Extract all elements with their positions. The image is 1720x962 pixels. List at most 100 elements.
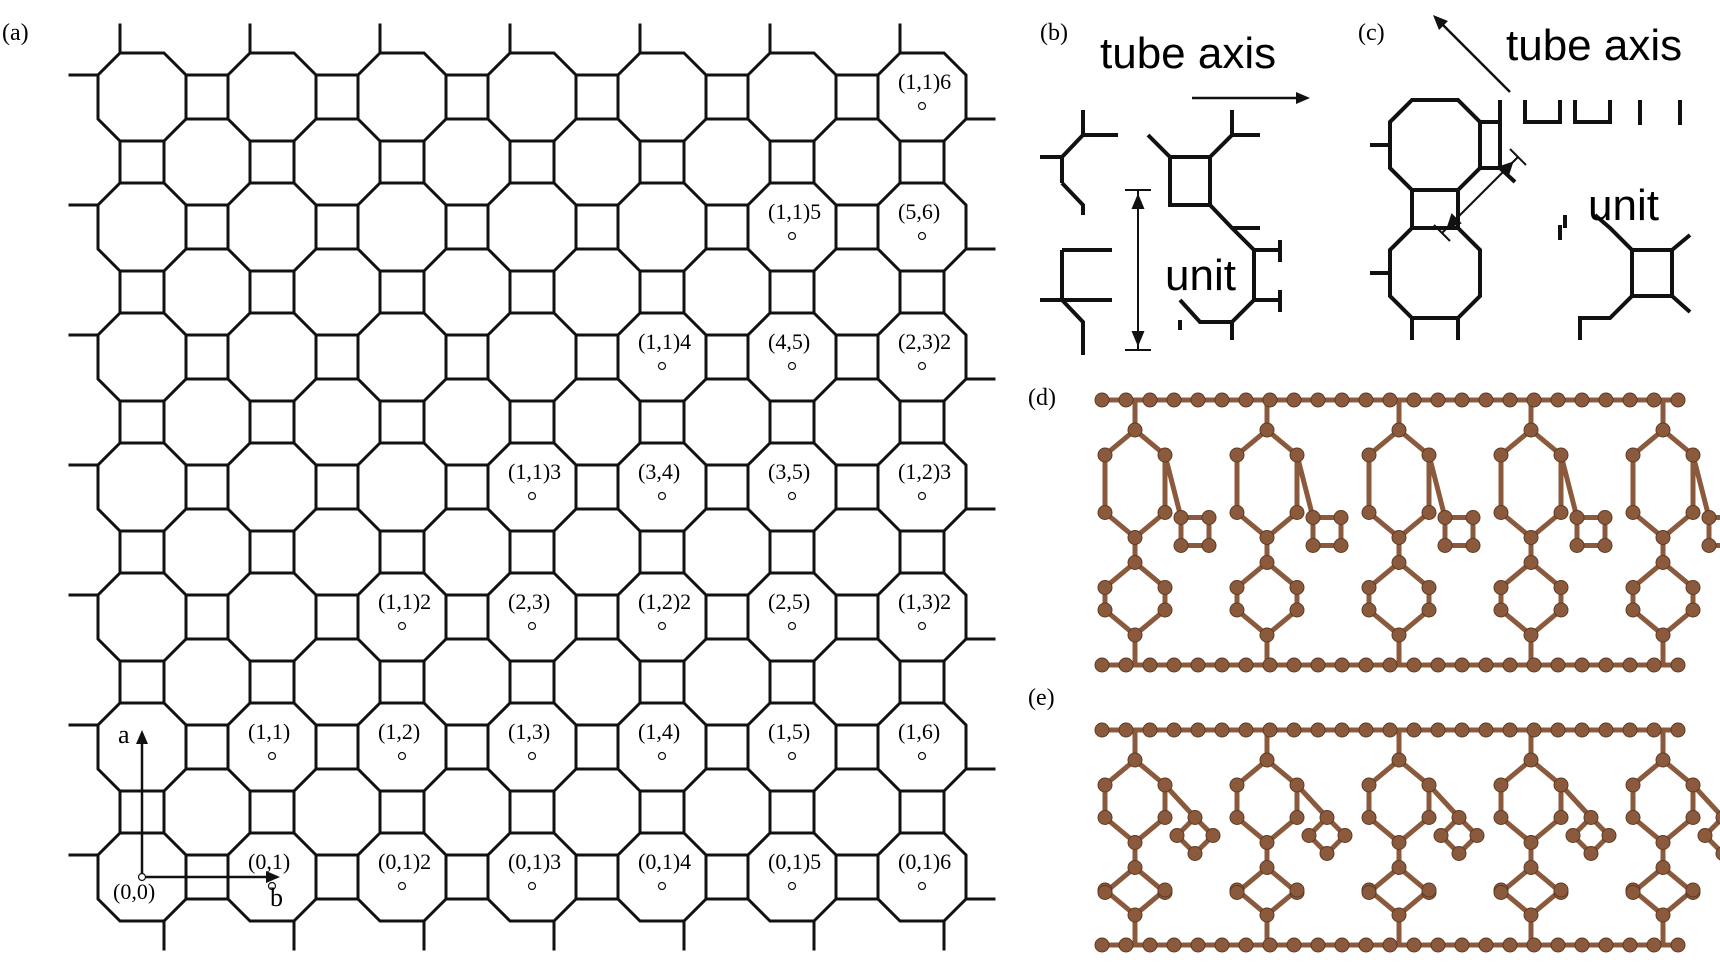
atom <box>1391 907 1407 923</box>
atom <box>1319 810 1335 825</box>
atom <box>1550 937 1566 953</box>
atom <box>1421 777 1437 793</box>
atom <box>1583 846 1599 861</box>
atom <box>1289 882 1305 898</box>
atom <box>1333 510 1349 525</box>
atom <box>1259 752 1275 768</box>
vector-a-arrowhead <box>136 730 148 744</box>
atom <box>1655 835 1671 850</box>
atom <box>1310 392 1326 408</box>
lattice-site-marker <box>787 751 797 761</box>
atom <box>1565 828 1581 843</box>
octagon <box>746 571 838 663</box>
lattice-site-label: (0,1)6 <box>898 849 951 874</box>
atom <box>1523 860 1539 875</box>
octagon <box>226 51 318 143</box>
atom <box>1553 580 1569 595</box>
atom <box>1625 885 1641 900</box>
atom <box>1715 810 1720 825</box>
atom <box>1469 828 1485 843</box>
atom <box>1127 422 1143 438</box>
lattice-site-marker <box>917 881 927 891</box>
atom <box>1157 580 1173 595</box>
atom <box>1187 846 1203 861</box>
atom <box>1305 510 1321 525</box>
atom <box>1262 722 1278 738</box>
lattice-site-label: (2,5) <box>768 589 810 614</box>
atom <box>1097 505 1113 520</box>
atom <box>1655 860 1671 875</box>
lattice-vectors: a b (0,0) <box>113 720 283 912</box>
atom <box>1391 530 1407 545</box>
atom <box>1597 510 1613 525</box>
lattice-site-marker <box>267 881 277 891</box>
atom <box>1391 752 1407 768</box>
atom <box>1553 777 1569 793</box>
atom <box>1601 828 1617 843</box>
atom <box>1655 555 1671 570</box>
panel-b-unit-arrow <box>1125 189 1151 351</box>
atom <box>1574 937 1590 953</box>
atom <box>1421 882 1437 898</box>
atom <box>1437 510 1453 525</box>
atom <box>1697 828 1713 843</box>
atom <box>1118 722 1134 738</box>
panel-b-lattice-fragment <box>1040 110 1282 355</box>
atom <box>1451 846 1467 861</box>
atom <box>1190 722 1206 738</box>
atom <box>1214 722 1230 738</box>
lattice-site-label: (1,4) <box>638 719 680 744</box>
lattice-site-marker <box>787 231 797 241</box>
atom <box>1655 752 1671 768</box>
lattice-site-label: (1,1)6 <box>898 69 951 94</box>
octagon <box>356 181 448 273</box>
lattice-site-marker <box>787 491 797 501</box>
atom <box>1465 538 1481 553</box>
atom <box>1289 810 1305 825</box>
atom <box>1259 555 1275 570</box>
lattice-site-marker <box>917 101 927 111</box>
panel-a: (a) (1,1)6(1,1)5(5,6)(1,1)4(4,5)(2,3)2(1… <box>2 20 996 951</box>
atom <box>1598 937 1614 953</box>
octagon <box>746 441 838 533</box>
panel-e-label: (e) <box>1028 685 1055 711</box>
atom <box>1465 510 1481 525</box>
atom <box>1523 835 1539 850</box>
panel-e: (e) <box>1028 685 1720 953</box>
atom <box>1421 447 1437 463</box>
atom <box>1127 835 1143 850</box>
atom <box>1229 447 1245 463</box>
vector-b-arrowhead <box>266 871 280 883</box>
lattice-site-marker <box>787 881 797 891</box>
atom <box>1406 722 1422 738</box>
octagon <box>746 51 838 143</box>
lattice-site-marker <box>397 881 407 891</box>
atom <box>1259 835 1275 850</box>
atom <box>1597 538 1613 553</box>
panel-b-unit-label: unit <box>1165 251 1236 300</box>
atom <box>1553 810 1569 825</box>
atom <box>1229 885 1245 900</box>
atom <box>1523 530 1539 545</box>
octagon <box>96 51 188 143</box>
atom <box>1301 828 1317 843</box>
atom <box>1493 885 1509 900</box>
atom <box>1685 777 1701 793</box>
lattice-site-marker <box>657 491 667 501</box>
lattice-site-marker <box>917 751 927 761</box>
atom <box>1127 752 1143 768</box>
atom <box>1286 392 1302 408</box>
atom <box>1142 937 1158 953</box>
atom <box>1097 810 1113 825</box>
atom <box>1646 657 1662 673</box>
atom <box>1523 907 1539 923</box>
lattice-site-label: (1,5) <box>768 719 810 744</box>
panel-b-label: (b) <box>1040 20 1068 46</box>
atom <box>1118 937 1134 953</box>
atom <box>1334 392 1350 408</box>
atom <box>1094 722 1110 738</box>
panel-b-tube-axis-caption: tube axis <box>1100 29 1276 78</box>
atom <box>1625 447 1641 463</box>
atom <box>1454 657 1470 673</box>
atom <box>1166 657 1182 673</box>
